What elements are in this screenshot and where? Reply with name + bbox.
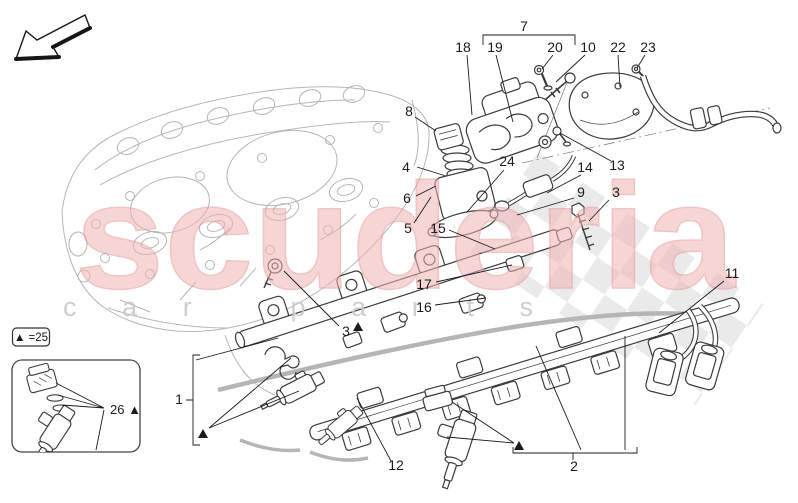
callout-14: 14: [577, 159, 593, 175]
callout-20: 20: [547, 39, 563, 55]
callout-12: 12: [388, 457, 404, 473]
callout-11: 11: [725, 265, 740, 281]
callout-19: 19: [487, 39, 503, 55]
inset-leaders: [55, 382, 105, 451]
triangle-marker: [353, 322, 363, 331]
callout-3-right: 3: [612, 184, 620, 200]
callout-15: 15: [430, 220, 446, 236]
callout-10: 10: [580, 39, 596, 55]
hp-hose: [639, 75, 782, 134]
callout-labels: 7 18 19 20 10 22 23 8 4 24 14 13 6 9 3 5…: [175, 18, 739, 474]
callout-leaders: [195, 54, 725, 462]
callout-13: 13: [609, 157, 625, 173]
callout-4: 4: [402, 159, 410, 175]
rail-mount-bolt: [571, 202, 595, 251]
injector-connector-plug: [645, 347, 684, 397]
callout-3-left: 3: [342, 323, 350, 339]
group-bracket-1: [186, 354, 200, 446]
harness-connector-small: [342, 331, 363, 349]
rail-mount-bolt: [263, 258, 283, 289]
fuel-rail: [234, 226, 573, 349]
callout-18: 18: [455, 39, 471, 55]
triangle-marker: [198, 429, 208, 438]
callout-2: 2: [570, 458, 578, 474]
fuel-injector: [259, 370, 325, 411]
acoustic-cover: [568, 72, 655, 140]
legend-box: ▲ =25: [11, 327, 51, 347]
callout-24: 24: [499, 153, 515, 169]
injector-connector-plug: [685, 341, 725, 391]
fuel-injector: [437, 409, 478, 490]
pressure-line: [494, 155, 577, 212]
callout-17: 17: [416, 276, 432, 292]
callout-16: 16: [416, 299, 432, 315]
callout-8: 8: [405, 103, 413, 119]
harness-connector-small: [380, 311, 408, 333]
pump-bracket-cover: [465, 77, 559, 164]
pump-connector-8: [433, 123, 464, 151]
screw-23: [631, 64, 646, 79]
group-bracket-7: [482, 34, 576, 45]
triangle-markers: [198, 322, 524, 450]
watermark: scuderia car parts: [63, 151, 737, 322]
watermark-brand: scuderia: [75, 152, 737, 320]
checkered-flag-watermark: [469, 152, 764, 406]
injector-filter-cap: [422, 384, 454, 412]
leader-lines: [186, 34, 725, 462]
harness-rail: [309, 297, 740, 451]
bolt-13: [552, 126, 572, 147]
harness-connector-small: [458, 292, 486, 314]
callout-7: 7: [520, 18, 528, 34]
hp-pump: [427, 138, 499, 239]
assembly-drawing: [234, 64, 782, 490]
callout-5: 5: [404, 220, 412, 236]
callout-9: 9: [577, 184, 585, 200]
legend-text: ▲ =25: [14, 332, 48, 344]
inset-detail-box: 26 ▲: [11, 359, 141, 453]
cylinder-head-sketch: [61, 85, 691, 462]
inset-o-ring: [46, 394, 64, 402]
callout-22: 22: [610, 39, 626, 55]
fuel-injector: [318, 405, 364, 446]
inset-filter-cap: [26, 362, 58, 394]
banjo-fitting: [538, 135, 552, 149]
callout-23: 23: [640, 39, 656, 55]
callout-6: 6: [403, 190, 411, 206]
direction-arrow: [14, 14, 92, 61]
inset-injector: [34, 405, 76, 452]
bolt-10: [545, 72, 576, 100]
callout-1: 1: [175, 391, 183, 407]
triangle-marker: [514, 441, 524, 450]
injector-clamp: [264, 346, 300, 369]
group-bracket-2: [512, 447, 638, 460]
screw-20: [533, 64, 553, 91]
inset-label-26: 26 ▲: [110, 402, 141, 417]
